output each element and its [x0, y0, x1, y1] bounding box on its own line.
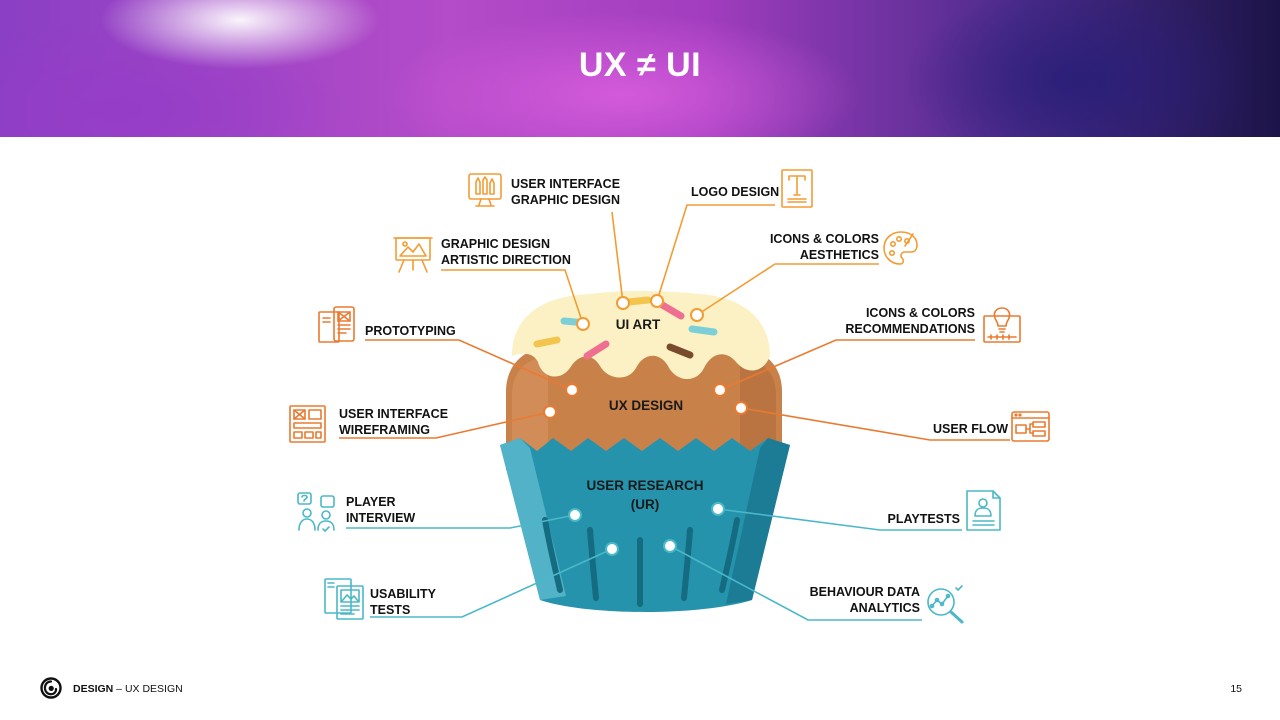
label-line: RECOMMENDATIONS: [845, 322, 975, 336]
dot-playtests: [711, 502, 725, 516]
label-usability-tests: USABILITY TESTS: [370, 586, 436, 618]
label-wireframing: USER INTERFACE WIREFRAMING: [339, 406, 448, 438]
label-line: USER INTERFACE: [339, 407, 449, 421]
connector-behaviour-analytics: [669, 545, 922, 621]
label-user-flow: USER FLOW: [908, 421, 1008, 437]
cupcake: [500, 291, 790, 612]
cupcake-frosting: [512, 291, 770, 380]
dot-prototyping: [565, 383, 579, 397]
footer-separator: –: [113, 683, 125, 695]
label-line: TESTS: [370, 603, 411, 617]
analytics-magnifier-icon: [927, 585, 964, 624]
label-playtests: PLAYTESTS: [860, 511, 960, 527]
dot-behaviour-analytics: [663, 539, 677, 553]
connector-aesthetics: [696, 263, 879, 316]
dot-ui-graphic-design: [616, 296, 630, 310]
connector-dots: [543, 294, 748, 556]
label-ui-graphic-design: USER INTERFACE GRAPHIC DESIGN: [511, 176, 620, 208]
dot-usability-tests: [605, 542, 619, 556]
connector-prototyping: [365, 339, 573, 391]
connectors: [339, 204, 1010, 621]
wrapper-label: USER RESEARCH (UR): [570, 476, 720, 514]
label-artistic-direction: GRAPHIC DESIGN ARTISTIC DIRECTION: [441, 236, 571, 268]
label-line: ANALYTICS: [849, 601, 920, 615]
cake-body: [506, 345, 782, 470]
text-document-icon: [781, 169, 813, 208]
connector-playtests: [717, 508, 962, 531]
monitor-pencils-icon: [468, 173, 502, 207]
flow-window-icon: [1011, 411, 1050, 442]
connector-ui-graphic-design: [611, 211, 624, 304]
connector-usability-tests: [370, 548, 613, 618]
label-aesthetics: ICONS & COLORS AESTHETICS: [729, 231, 879, 263]
label-line: PROTOTYPING: [365, 324, 456, 338]
usability-screens-icon: [324, 578, 364, 620]
connector-user-flow: [740, 407, 1010, 441]
connector-logo-design: [656, 204, 775, 302]
label-line: PLAYTESTS: [887, 512, 960, 526]
ubisoft-swirl-icon: [40, 677, 62, 699]
dot-aesthetics: [690, 308, 704, 322]
connector-artistic-direction: [441, 269, 584, 325]
cupcake-wrapper: [500, 438, 790, 612]
wrapper-label-line1: USER RESEARCH: [586, 478, 704, 493]
dot-user-flow: [734, 401, 748, 415]
label-line: USABILITY: [370, 587, 436, 601]
prototype-devices-icon: [318, 306, 355, 343]
page-number: 15: [1230, 683, 1242, 695]
page-title: UX ≠ UI: [578, 46, 702, 84]
footer-category: DESIGN: [73, 683, 114, 695]
profile-document-icon: [966, 490, 1001, 531]
label-line: PLAYER: [346, 495, 396, 509]
label-logo-design: LOGO DESIGN: [691, 184, 779, 200]
wireframe-icon: [289, 405, 326, 443]
dot-wireframing: [543, 405, 557, 419]
label-line: LOGO DESIGN: [691, 185, 780, 199]
interview-icon: [297, 492, 335, 532]
label-line: BEHAVIOUR DATA: [809, 585, 920, 599]
cake-label: UX DESIGN: [608, 398, 684, 413]
label-line: AESTHETICS: [799, 248, 879, 262]
wrapper-label-line2: (UR): [630, 497, 660, 512]
header-banner: UX ≠ UI: [0, 0, 1280, 137]
label-line: ARTISTIC DIRECTION: [441, 253, 571, 267]
label-line: GRAPHIC DESIGN: [511, 193, 621, 207]
label-line: INTERVIEW: [346, 511, 416, 525]
label-line: ICONS & COLORS: [865, 306, 975, 320]
label-line: GRAPHIC DESIGN: [441, 237, 551, 251]
connector-recommendations: [719, 339, 975, 391]
footer-section: UX DESIGN: [124, 683, 183, 695]
label-line: ICONS & COLORS: [769, 232, 879, 246]
label-prototyping: PROTOTYPING: [365, 323, 456, 339]
label-line: WIREFRAMING: [339, 423, 430, 437]
connector-player-interview: [346, 514, 576, 529]
dot-player-interview: [568, 508, 582, 522]
connector-wireframing: [339, 411, 551, 439]
easel-icon: [393, 237, 433, 273]
palette-icon: [883, 231, 918, 265]
label-line: USER FLOW: [933, 422, 1008, 436]
sprinkles: [533, 296, 718, 360]
dot-logo-design: [650, 294, 664, 308]
lightbulb-blueprint-icon: [983, 307, 1021, 343]
label-recommendations: ICONS & COLORS RECOMMENDATIONS: [815, 305, 975, 337]
dot-artistic-direction: [576, 317, 590, 331]
frosting-label: UI ART: [615, 317, 661, 332]
label-behaviour-analytics: BEHAVIOUR DATA ANALYTICS: [770, 584, 920, 616]
label-line: USER INTERFACE: [511, 177, 621, 191]
footer-breadcrumb: DESIGN – UX DESIGN: [73, 683, 183, 695]
label-player-interview: PLAYER INTERVIEW: [346, 494, 415, 526]
dot-recommendations: [713, 383, 727, 397]
